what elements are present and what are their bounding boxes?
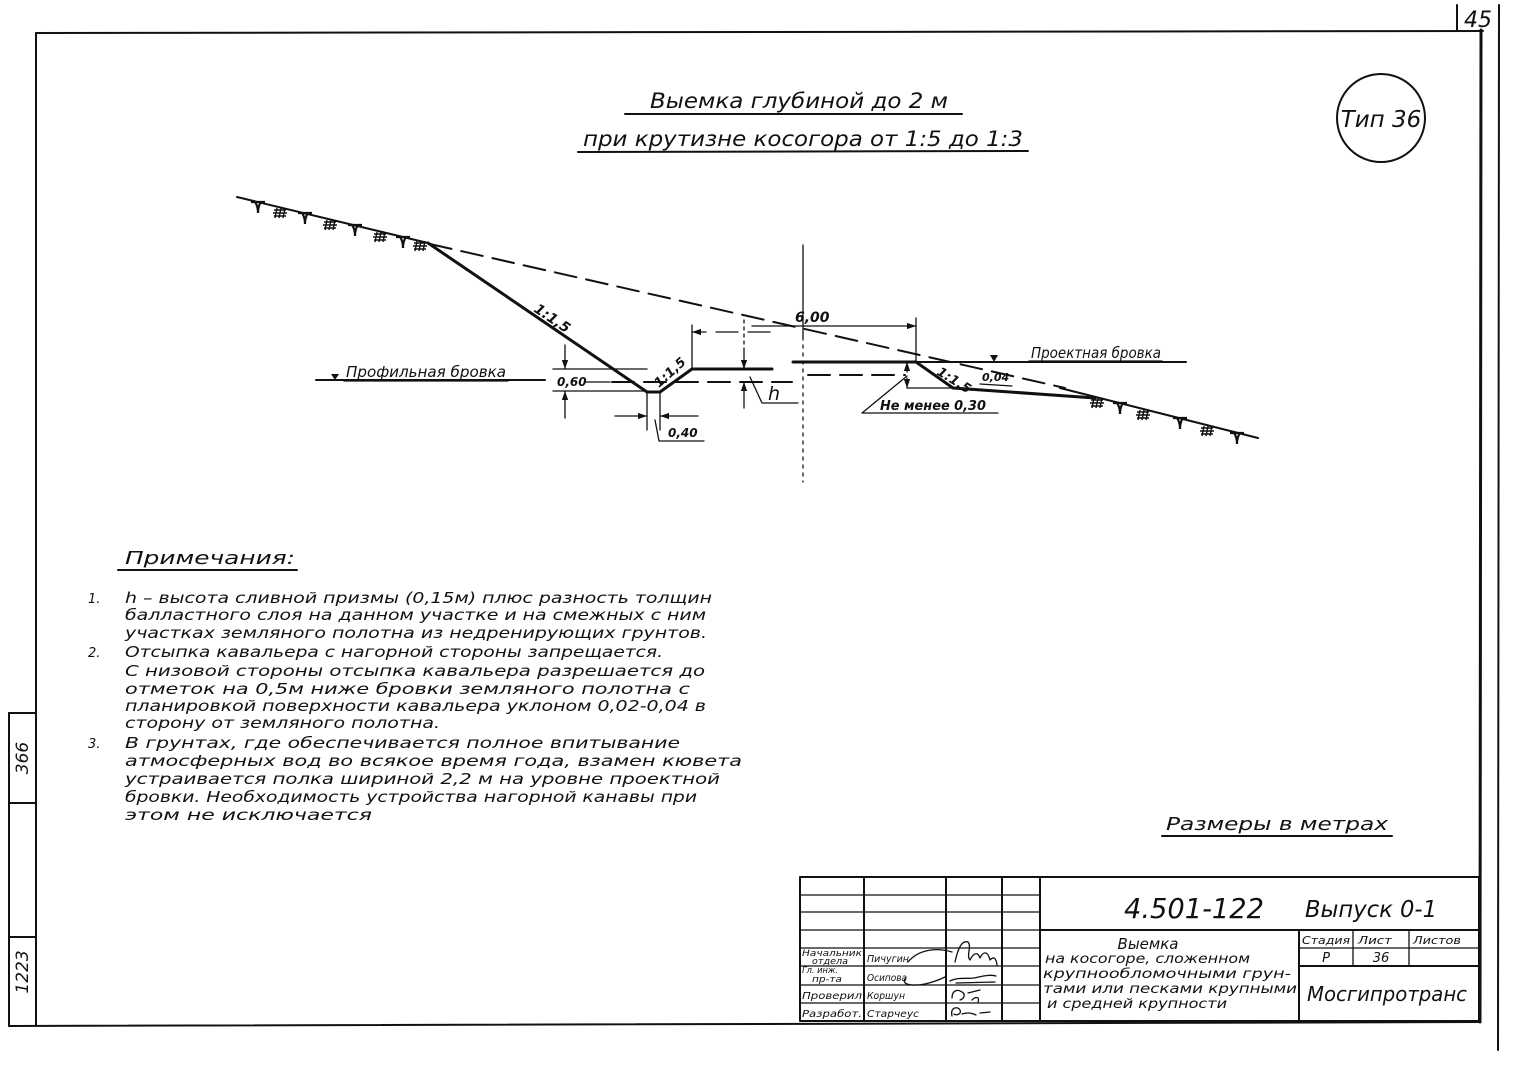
level-mark-icon [331, 374, 339, 380]
units-note-label: Размеры в метрах [1166, 814, 1388, 835]
signature-role: отдела [812, 957, 848, 967]
ground-line-left [236, 196, 429, 244]
sheet-value: 36 [1373, 951, 1390, 966]
signature-name: Старчеус [867, 1009, 920, 1020]
dim-width-label: 6,00 [795, 310, 830, 326]
sheet-frame [8, 4, 1500, 1051]
dim-h-label: h [768, 383, 780, 405]
sheet-header: Лист [1357, 934, 1393, 947]
slope-label-right: 1:1,5 [934, 365, 974, 397]
note-line: участках земляного полотна из недренирую… [124, 624, 707, 642]
note-line: сторону от земляного полотна. [125, 714, 440, 732]
note-line: этом не исключается [125, 806, 372, 824]
issue-label: Выпуск 0-1 [1305, 897, 1437, 923]
description-line: тами или песками крупными [1043, 982, 1297, 997]
note-line: балластного слоя на данном участке и на … [125, 606, 706, 624]
signature-name: Пичугин [867, 954, 909, 965]
stage-value: Р [1322, 951, 1330, 966]
ground-hatching-left [249, 200, 428, 252]
margin-top-number: 366 [13, 742, 33, 775]
drawing-title: Выемка глубиной до 2 м при крутизне косо… [577, 89, 1029, 153]
signature-role: пр-та [812, 975, 842, 985]
description-line: и средней крупности [1047, 997, 1227, 1012]
spoil-bank-surface [951, 386, 1097, 400]
note-line: планировкой поверхности кавальера уклоно… [125, 697, 706, 715]
note-line: устраивается полка шириной 2,2 м на уров… [124, 770, 721, 788]
project-edge-label: Проектная бровка [1031, 344, 1161, 362]
signature-role: Начальник [802, 949, 863, 959]
dim-bottom-label: 0,40 [668, 426, 698, 440]
original-ground-dashed [429, 243, 1066, 389]
profile-edge-label: Профильная бровка [346, 363, 506, 381]
cut-slope-left [426, 241, 649, 394]
notes-section: Примечания: 1. h – высота сливной призмы… [88, 548, 742, 824]
title-block: 4.501-122 Выпуск 0-1 Выемка на косогоре,… [799, 876, 1480, 1022]
signature-role: Разработ. [802, 1008, 862, 1020]
description-line: на косогоре, сложенном [1045, 952, 1250, 967]
note-line: отметок на 0,5м ниже бровки земляного по… [125, 680, 691, 698]
margin-bottom-number: 1223 [13, 950, 33, 993]
note-line: В грунтах, где обеспечивается полное впи… [125, 734, 680, 752]
handwritten-signatures [903, 941, 998, 1017]
note-number: 1. [88, 592, 100, 607]
grade-label: 0,04 [982, 371, 1009, 384]
note-line: бровки. Необходимость устройства нагорно… [125, 788, 697, 806]
note-line: Отсыпка кавальера с нагорной стороны зап… [125, 643, 663, 661]
level-mark-icon [990, 355, 998, 362]
note-line: С низовой стороны отсыпка кавальера разр… [125, 662, 705, 680]
dim-depth-label: 0,60 [557, 375, 587, 389]
ground-hatching-right [1089, 397, 1246, 446]
notes-heading: Примечания: [125, 548, 295, 569]
signature-role: Гл. инж. [802, 966, 838, 976]
ground-line-right [1059, 387, 1259, 439]
note-number: 2. [88, 646, 100, 661]
note-line: атмосферных вод во всякое время года, вз… [125, 752, 742, 770]
units-note: Размеры в метрах [1161, 814, 1393, 837]
signature-name: Коршун [867, 991, 905, 1002]
note-number: 3. [88, 737, 100, 752]
page-number: 45 [1464, 8, 1492, 33]
type-badge: Тип 36 [1336, 73, 1426, 163]
document-code: 4.501-122 [1124, 892, 1264, 925]
organization-name: Мосгипротранс [1307, 982, 1467, 1006]
margin-strip: 366 1223 [8, 712, 37, 1027]
stage-header: Стадия [1302, 934, 1350, 947]
ditch-and-berm [645, 367, 774, 394]
title-line-2: при крутизне косогора от 1:5 до 1:3 [583, 127, 1023, 151]
title-line-1: Выемка глубиной до 2 м [650, 89, 948, 113]
signature-name: Осипова [867, 973, 907, 984]
signature-role: Проверил [802, 991, 863, 1002]
fill-slope-right [914, 360, 955, 390]
type-badge-label: Тип 36 [1341, 107, 1422, 133]
sheets-header: Листов [1412, 934, 1461, 947]
page-number-box: 45 [1456, 4, 1492, 33]
note-line: h – высота сливной призмы (0,15м) плюс р… [125, 589, 712, 607]
dim-min-label: Не менее 0,30 [880, 399, 986, 414]
description-line: крупнообломочными грун- [1043, 967, 1291, 982]
cross-section: 1:1,5 1:1,5 Профильная бровка 0,60 0,40 [236, 196, 1259, 483]
description-line: Выемка [1118, 935, 1179, 953]
